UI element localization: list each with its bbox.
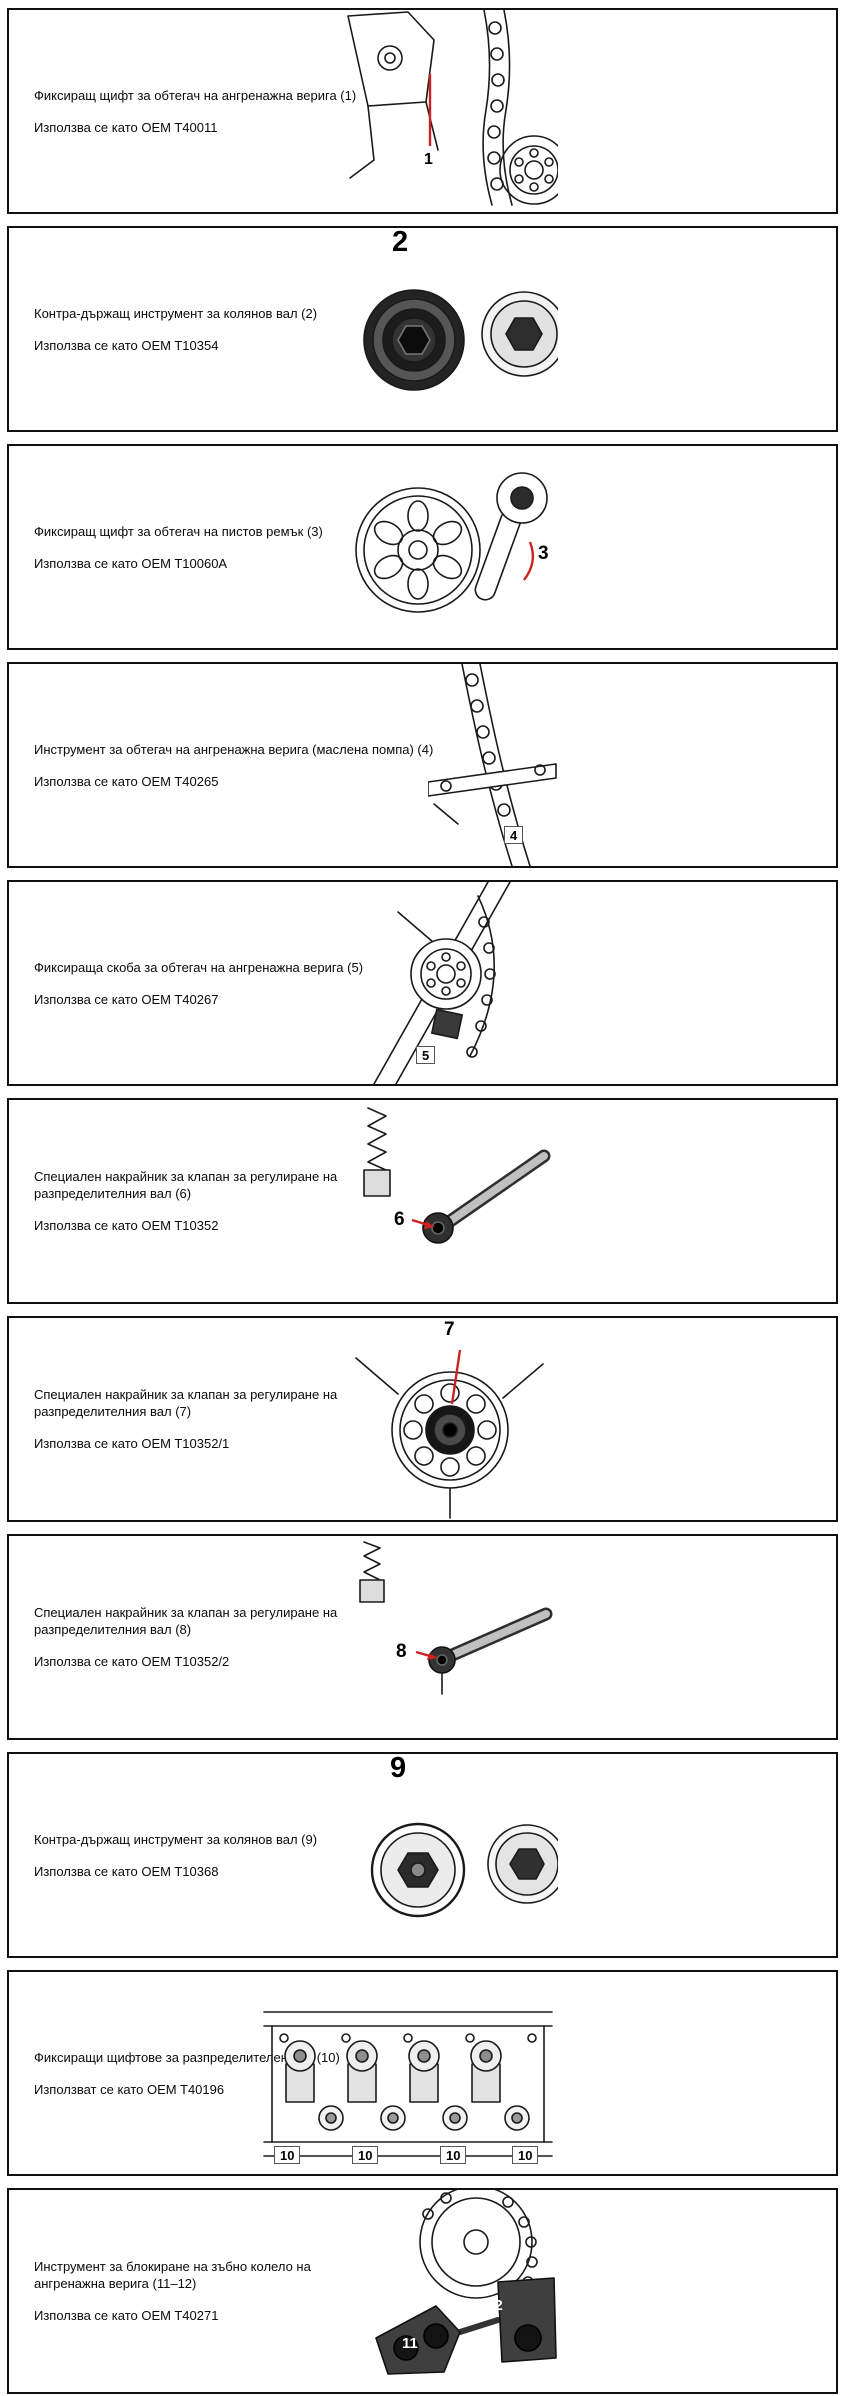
tool-oem-note: Използва се като OEM T10354: [34, 337, 219, 353]
part-number-label: 6: [394, 1209, 405, 1230]
tool-row: Специален накрайник за клапан за регулир…: [7, 1316, 838, 1522]
tool-oem-note: Използва се като OEM T40271: [34, 2308, 219, 2323]
camshaft-pulley-valve-drawing: [355, 1349, 544, 1519]
part-number-label: 3: [538, 543, 549, 564]
tool-text: Фиксиращи щифтове за разпределителен вал…: [34, 1972, 454, 2174]
part-number-label: 10: [274, 2146, 301, 2164]
camshaft-caps-drawing: [263, 2011, 553, 2157]
valve-socket-drawing: [363, 1107, 551, 1244]
tool-illustration: 4: [428, 664, 558, 866]
tool-oem-note: Използва се като OEM T10352/1: [34, 1436, 230, 1451]
crankshaft-counterhold-drawing: [363, 289, 558, 391]
tool-row: Контра-държащ инструмент за колянов вал …: [7, 226, 838, 432]
tool-row: Фиксираща скоба за обтегач на ангренажна…: [7, 880, 838, 1086]
tool-title: Фиксиращ щифт за обтегач на ангренажна в…: [34, 87, 357, 103]
tool-oem-note: Използва се като OEM T10352: [34, 1218, 219, 1233]
tool-text: Фиксиращ щифт за обтегач на ангренажна в…: [34, 10, 454, 212]
tool-title: Фиксираща скоба за обтегач на ангренажна…: [34, 959, 364, 975]
tool-title: Специален накрайник за клапан за регулир…: [34, 1605, 338, 1637]
tool-row: Фиксиращи щифтове за разпределителен вал…: [7, 1970, 838, 2176]
tool-oem-note: Използва се като OEM T10060A: [34, 555, 228, 571]
tool-title: Специален накрайник за клапан за регулир…: [34, 1387, 338, 1419]
tool-text: Специален накрайник за клапан за регулир…: [34, 1318, 366, 1520]
part-number-label: 4: [504, 826, 524, 844]
tool-row: Специален накрайник за клапан за регулир…: [7, 1534, 838, 1740]
tool-row: Фиксиращ щифт за обтегач на ангренажна в…: [7, 8, 838, 214]
tool-text: Фиксираща скоба за обтегач на ангренажна…: [34, 882, 454, 1084]
tool-illustration: 8: [338, 1536, 558, 1738]
tool-illustration: 7: [338, 1318, 558, 1520]
belt-pulley-pin-drawing: [355, 472, 548, 613]
oil-pump-chain-drawing: [428, 664, 557, 866]
part-number-label: 7: [444, 1319, 455, 1340]
tool-title: Контра-държащ инструмент за колянов вал …: [34, 305, 318, 321]
part-number-label: 9: [390, 1752, 407, 1784]
tool-text: Инструмент за обтегач на ангренажна вери…: [34, 664, 454, 866]
tool-illustration: 10 10 10 10: [258, 1972, 558, 2174]
timing-chain-tensioner-drawing: [347, 10, 558, 206]
tool-row: Инструмент за обтегач на ангренажна вери…: [7, 662, 838, 868]
tool-oem-note: Използва се като OEM T40011: [34, 119, 218, 135]
tool-text: Контра-държащ инструмент за колянов вал …: [34, 1754, 454, 1956]
tool-illustration: 1: [338, 10, 558, 212]
part-number-label: 2: [392, 226, 409, 258]
tool-title: Контра-държащ инструмент за колянов вал …: [34, 1831, 318, 1847]
part-number-label: 1: [424, 151, 433, 168]
tool-illustration: 9: [338, 1754, 558, 1956]
part-number-label: 5: [416, 1046, 436, 1064]
tool-oem-note: Използва се като OEM T40265: [34, 773, 219, 789]
tool-row: Специален накрайник за клапан за регулир…: [7, 1098, 838, 1304]
tool-text: Специален накрайник за клапан за регулир…: [34, 1100, 366, 1302]
tool-oem-note: Използва се като OEM T10368: [34, 1863, 219, 1879]
chain-clamp-drawing: [373, 882, 511, 1084]
chain-sprocket-lock-drawing: [375, 2190, 557, 2375]
part-number-label: 11: [402, 2335, 418, 2352]
part-number-label: 12: [486, 2297, 503, 2314]
tool-illustration: 3: [338, 446, 558, 648]
tool-oem-note: Използва се като OEM T40267: [34, 991, 219, 1007]
tool-title: Инструмент за блокиране на зъбно колело …: [34, 2259, 311, 2291]
tool-title: Инструмент за обтегач на ангренажна вери…: [34, 741, 434, 757]
tool-illustration: 6: [338, 1100, 558, 1302]
valve-socket-drawing: [359, 1541, 553, 1695]
part-number-label: 8: [396, 1641, 407, 1662]
part-number-label: 10: [512, 2146, 539, 2164]
crankshaft-counterhold-drawing: [370, 1822, 558, 1918]
tool-oem-note: Използва се като OEM T10352/2: [34, 1654, 230, 1669]
tool-illustration: 5: [338, 882, 558, 1084]
part-number-label: 10: [440, 2146, 467, 2164]
tool-illustration: 11 12: [358, 2190, 558, 2392]
tool-illustration: 2: [338, 228, 558, 430]
tool-title: Фиксиращ щифт за обтегач на пистов ремък…: [34, 523, 323, 539]
tool-row: Фиксиращ щифт за обтегач на пистов ремък…: [7, 444, 838, 650]
tool-row: Инструмент за блокиране на зъбно колело …: [7, 2188, 838, 2394]
tool-text: Контра-държащ инструмент за колянов вал …: [34, 228, 454, 430]
tool-row: Контра-държащ инструмент за колянов вал …: [7, 1752, 838, 1958]
tool-oem-note: Използват се като OEM T40196: [34, 2081, 225, 2097]
tool-text: Специален накрайник за клапан за регулир…: [34, 1536, 366, 1738]
tool-text: Фиксиращ щифт за обтегач на пистов ремък…: [34, 446, 454, 648]
tool-title: Специален накрайник за клапан за регулир…: [34, 1169, 338, 1201]
tool-text: Инструмент за блокиране на зъбно колело …: [34, 2190, 384, 2392]
tool-title: Фиксиращи щифтове за разпределителен вал…: [34, 2049, 340, 2065]
part-number-label: 10: [352, 2146, 379, 2164]
